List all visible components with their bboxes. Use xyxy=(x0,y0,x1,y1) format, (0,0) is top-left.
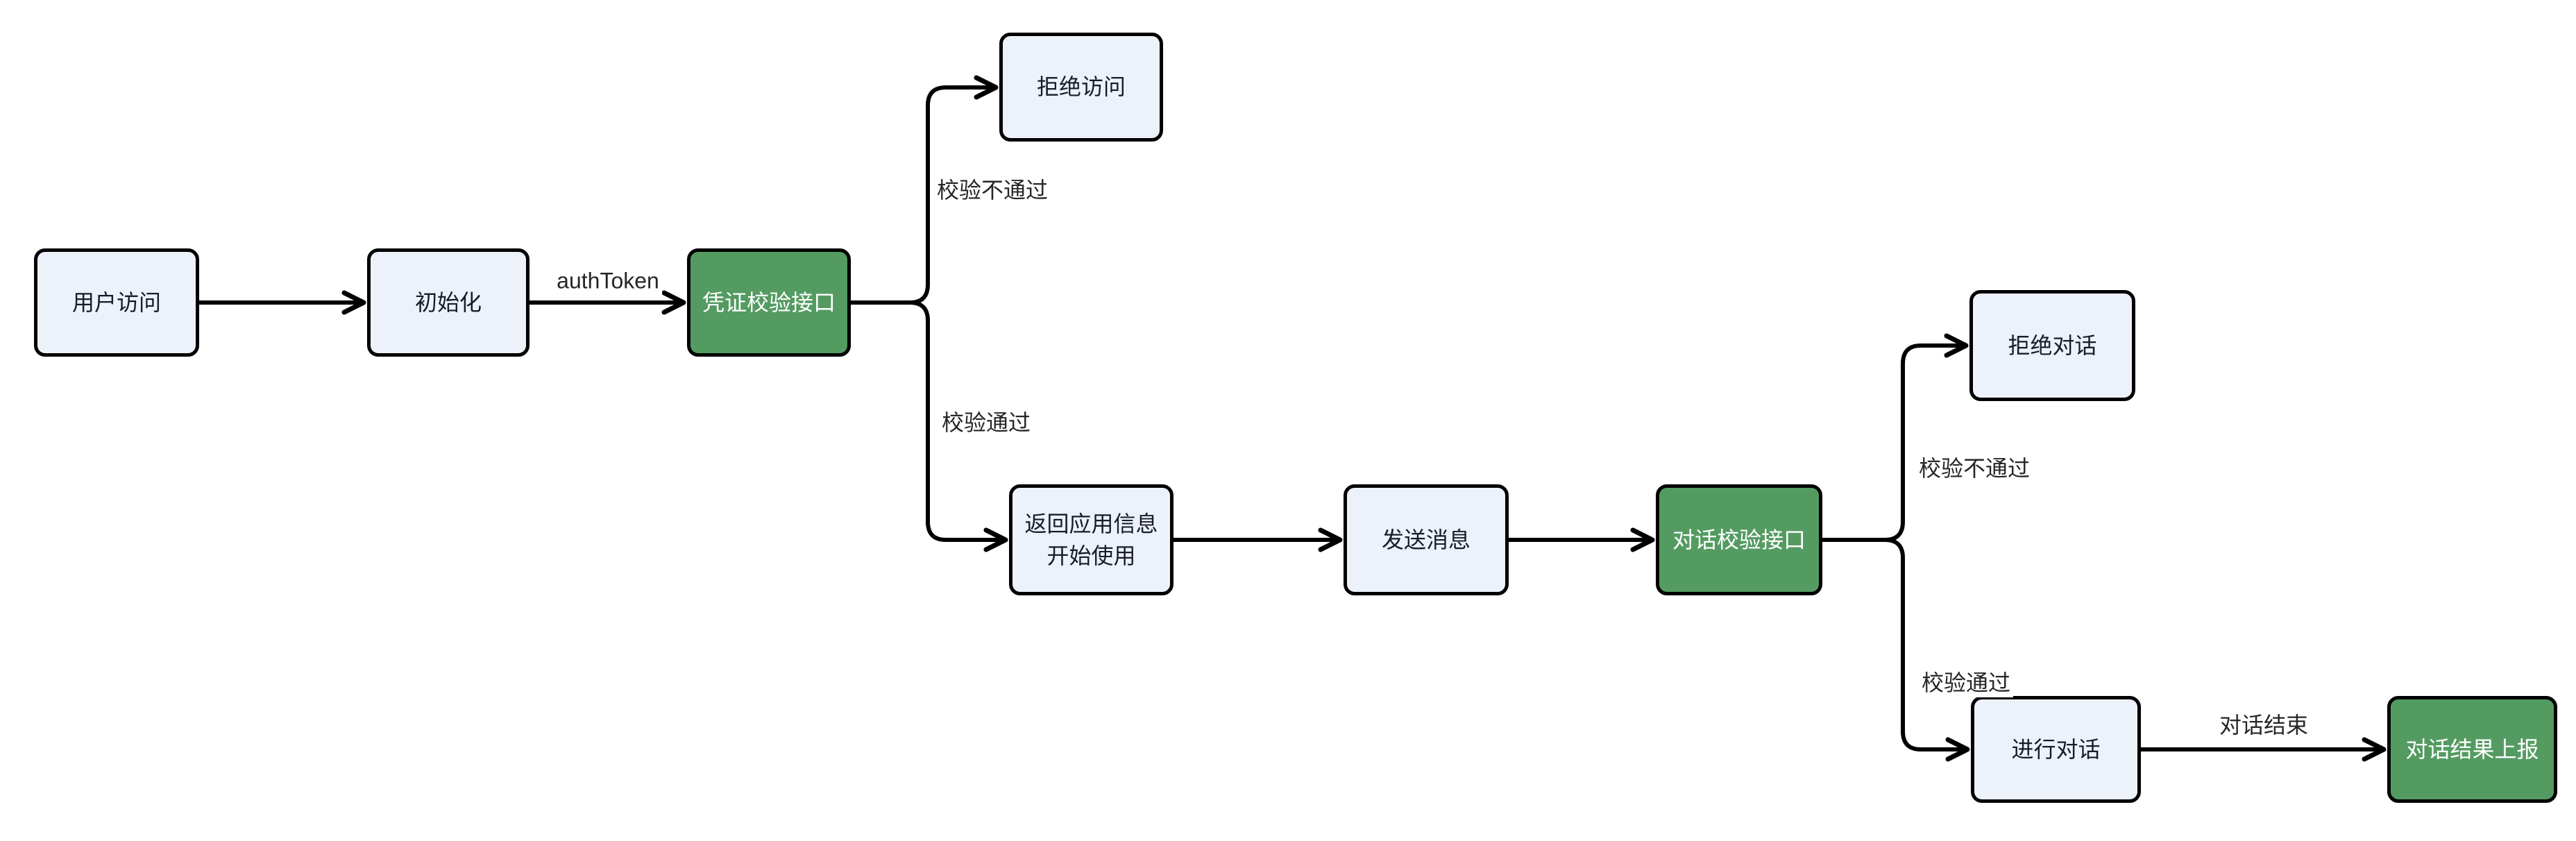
node-credential-check-api: 凭证校验接口 xyxy=(687,248,851,357)
edge-credential-check-to-return-app-info xyxy=(849,300,1008,552)
edge-dialog-check-to-conduct-dialog xyxy=(1820,538,1970,762)
edge-label-dialog-end: 对话结束 xyxy=(2216,708,2312,740)
node-reject-access: 拒绝访问 xyxy=(999,33,1163,142)
node-user-access: 用户访问 xyxy=(34,248,199,357)
node-send-message: 发送消息 xyxy=(1344,484,1509,595)
edge-label-auth-token: authToken xyxy=(554,268,662,294)
node-return-app-info: 返回应用信息 开始使用 xyxy=(1009,484,1173,595)
edge-label-check-fail-2: 校验不通过 xyxy=(1915,451,2033,483)
node-dialog-check-api: 对话校验接口 xyxy=(1656,484,1822,595)
edge-label-check-pass-2: 校验通过 xyxy=(1918,665,2014,697)
node-reject-dialog: 拒绝对话 xyxy=(1969,290,2135,401)
node-dialog-result-report: 对话结果上报 xyxy=(2387,696,2557,803)
edge-dialog-check-to-reject-dialog xyxy=(1820,333,1969,542)
node-conduct-dialog: 进行对话 xyxy=(1971,696,2141,803)
edge-label-check-fail-1: 校验不通过 xyxy=(933,173,1051,205)
node-init: 初始化 xyxy=(367,248,529,357)
edge-label-check-pass-1: 校验通过 xyxy=(938,405,1034,437)
